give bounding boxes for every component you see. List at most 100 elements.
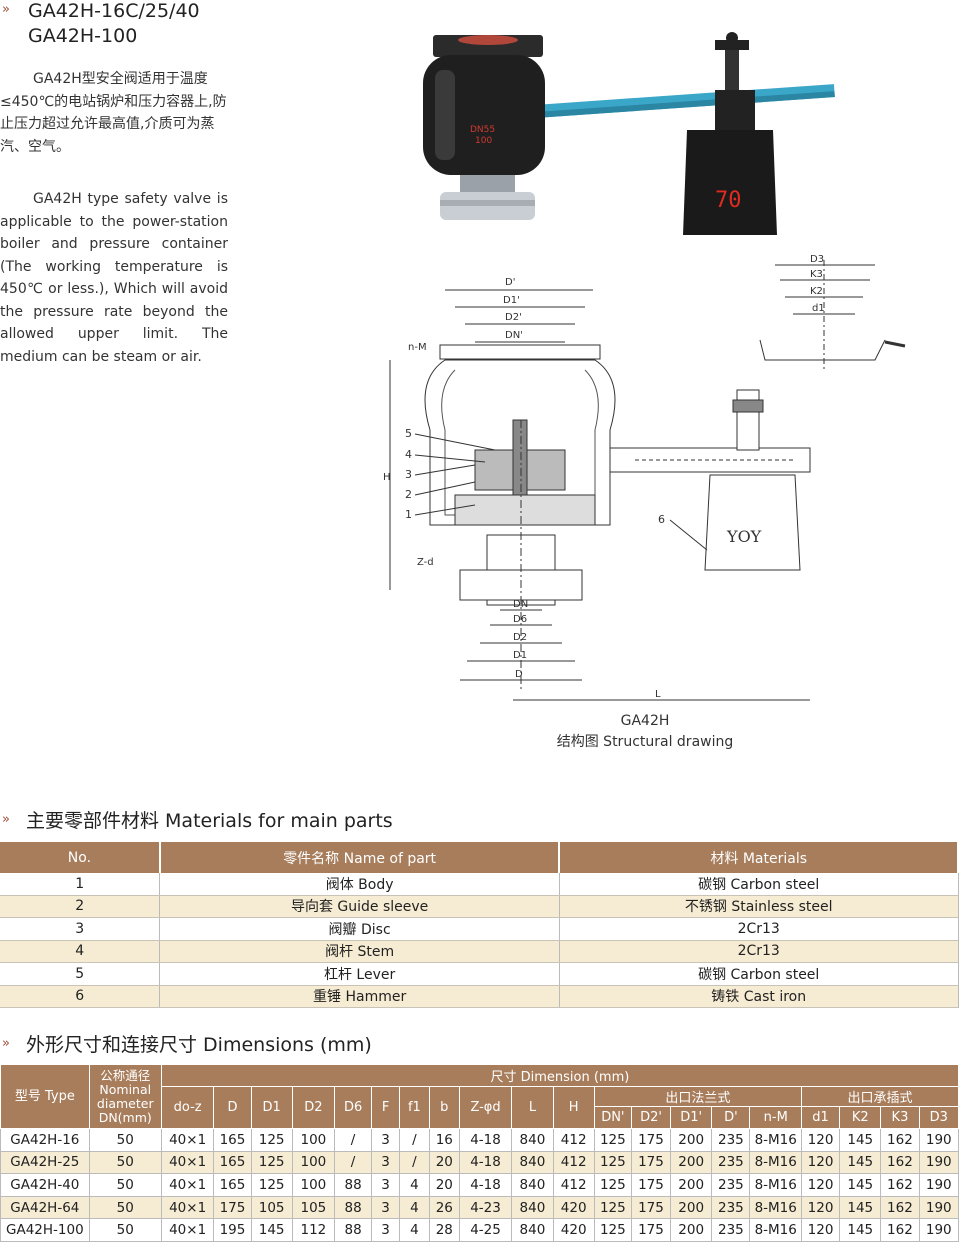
cell: 165	[213, 1150, 252, 1175]
cell: 235	[711, 1128, 751, 1152]
col-header-f: F	[371, 1086, 400, 1129]
intro-english: GA42H type safety valve is applicable to…	[0, 191, 228, 365]
chevron-icon: »	[2, 1036, 10, 1051]
label-d1: D1	[513, 650, 527, 661]
cell: 40×1	[160, 1128, 215, 1152]
cell: 100	[291, 1150, 336, 1175]
dimensions-table: 型号 Type 公称通径 Nominal diameter DN(mm) 尺寸 …	[0, 1064, 959, 1242]
cell: 阀杆 Stem	[159, 940, 560, 963]
cell: 100	[291, 1128, 336, 1152]
label-z-d: Z-d	[417, 557, 434, 568]
cell: 2	[0, 895, 161, 918]
cell-type: GA42H-25	[0, 1150, 90, 1175]
cell: 4	[398, 1195, 430, 1220]
part-number-6: 6	[658, 513, 665, 526]
cell-type: GA42H-40	[0, 1173, 90, 1197]
col-header-d2-prime: D2'	[630, 1106, 672, 1129]
cell: 16	[428, 1128, 460, 1152]
col-header-d1: D1	[250, 1086, 293, 1129]
cell: 175	[213, 1195, 252, 1220]
cell: 412	[552, 1150, 595, 1175]
cell: /	[334, 1128, 373, 1152]
label-h: H	[383, 472, 391, 483]
cell: 120	[800, 1218, 841, 1242]
cell: 3	[371, 1195, 400, 1220]
drawing-caption-model: GA42H	[620, 713, 670, 729]
cell: 112	[291, 1218, 336, 1242]
cell: 26	[428, 1195, 460, 1220]
cell: 125	[593, 1128, 632, 1152]
cell: 100	[291, 1173, 336, 1197]
cell: 杠杆 Lever	[159, 962, 560, 986]
cell: 125	[250, 1128, 293, 1152]
cell: 840	[511, 1128, 554, 1152]
cell: 50	[88, 1173, 162, 1197]
cell: 125	[593, 1173, 632, 1197]
col-header-do-z: do-z	[160, 1086, 215, 1129]
col-header-d1-prime: D1'	[670, 1106, 713, 1129]
cell: /	[334, 1150, 373, 1175]
cell: 145	[839, 1150, 882, 1175]
cell: 412	[552, 1128, 595, 1152]
cell: /	[398, 1128, 430, 1152]
cell: 88	[334, 1195, 373, 1220]
cell: 3	[371, 1173, 400, 1197]
col-header-dn-prime: DN'	[593, 1106, 632, 1129]
col-header-d1-socket: d1	[800, 1106, 841, 1129]
part-number-5: 5	[405, 427, 412, 440]
cell: 6	[0, 985, 161, 1008]
cell: 200	[670, 1150, 713, 1175]
cell: 105	[250, 1195, 293, 1220]
cell: 165	[213, 1128, 252, 1152]
part-number-3: 3	[405, 468, 412, 481]
body-label-2: 100	[475, 136, 492, 146]
label-d2: D2	[513, 632, 527, 643]
cell: 4-18	[458, 1150, 513, 1175]
cell: 120	[800, 1195, 841, 1220]
cell: 8-M16	[749, 1150, 802, 1175]
cell: 88	[334, 1218, 373, 1242]
cell: 4	[398, 1218, 430, 1242]
cell: 40×1	[160, 1218, 215, 1242]
cell: 145	[250, 1218, 293, 1242]
label-k2: K2	[810, 286, 823, 297]
label-dn-prime: DN'	[505, 330, 523, 341]
col-header-no: No.	[0, 842, 161, 873]
col-header-dimension: 尺寸 Dimension (mm)	[160, 1064, 959, 1087]
table-row: 1 阀体 Body 碳钢 Carbon steel	[0, 873, 959, 896]
cell: 铸铁 Cast iron	[559, 985, 959, 1008]
cell: 1	[0, 873, 161, 896]
table-row: 4 阀杆 Stem 2Cr13	[0, 940, 959, 963]
weight-display: 70	[715, 188, 742, 213]
body-label-1: DN55	[470, 125, 495, 135]
cell: 840	[511, 1150, 554, 1175]
product-title-line2: GA42H-100	[28, 25, 138, 47]
col-header-dn: 公称通径 Nominal diameter DN(mm)	[88, 1064, 162, 1129]
label-n-m: n-M	[408, 342, 427, 353]
label-d2-prime: D2'	[505, 312, 522, 323]
cell: 8-M16	[749, 1128, 802, 1152]
cell: 碳钢 Carbon steel	[559, 873, 959, 896]
cell: 碳钢 Carbon steel	[559, 962, 959, 986]
cell: 175	[630, 1195, 672, 1220]
materials-table: No. 零件名称 Name of part 材料 Materials 1 阀体 …	[0, 842, 959, 1008]
cell: 3	[371, 1128, 400, 1152]
cell: 105	[291, 1195, 336, 1220]
cell: 175	[630, 1128, 672, 1152]
cell: 420	[552, 1218, 595, 1242]
cell: 8-M16	[749, 1218, 802, 1242]
cell: 200	[670, 1218, 713, 1242]
cell: 190	[918, 1150, 959, 1175]
col-header-part: 零件名称 Name of part	[159, 842, 561, 873]
cell: 200	[670, 1128, 713, 1152]
cell: 175	[630, 1218, 672, 1242]
col-header-h: H	[552, 1086, 595, 1129]
cell: 120	[800, 1128, 841, 1152]
part-number-2: 2	[405, 488, 412, 501]
table-row: 2 导向套 Guide sleeve 不锈钢 Stainless steel	[0, 895, 959, 918]
drawing-caption: 结构图 Structural drawing	[556, 734, 734, 750]
cell: 40×1	[160, 1173, 215, 1197]
